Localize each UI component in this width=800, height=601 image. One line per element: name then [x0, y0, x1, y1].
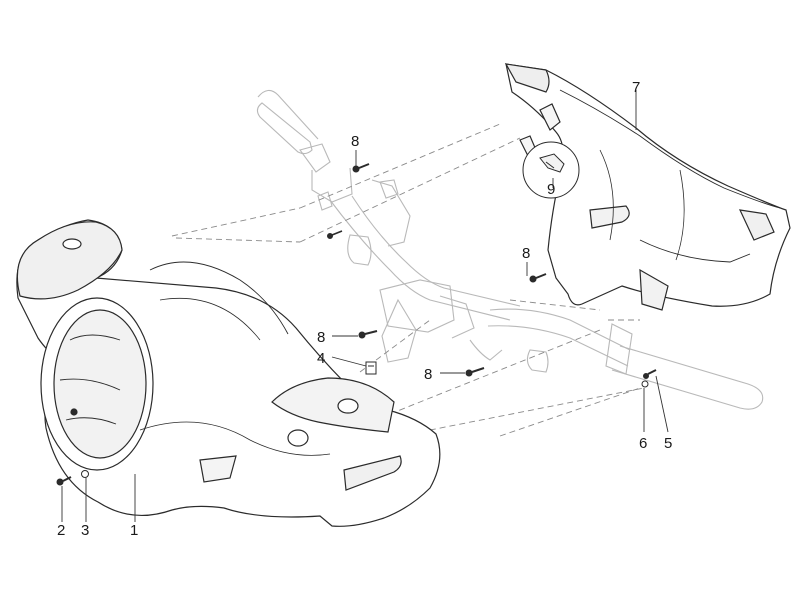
- fasteners: [56, 163, 657, 486]
- washer-6: [641, 380, 649, 388]
- callout-9: 9: [547, 181, 555, 198]
- screw-8-top: [352, 163, 370, 173]
- callout-8-mid: 8: [317, 329, 325, 346]
- clip-nut-4: [365, 361, 377, 375]
- callout-1: 1: [130, 522, 138, 539]
- callout-3: 3: [81, 522, 89, 539]
- screw-8-right: [529, 273, 547, 283]
- washer-3: [81, 470, 89, 478]
- callout-6: 6: [639, 435, 647, 452]
- handlebar-phantom: [256, 89, 764, 410]
- rear-handlebar-cover: [504, 63, 791, 311]
- leader-lines: [61, 90, 669, 522]
- callout-8-lower: 8: [424, 366, 432, 383]
- screw-5: [643, 369, 657, 379]
- screw-2: [56, 476, 72, 486]
- callouts: 1 2 3 4 5 6 7 8 8 8 8 9: [57, 79, 672, 539]
- assembly-lines: [171, 123, 645, 437]
- clip-detail-circle: [522, 141, 580, 199]
- front-handlebar-cover: [16, 219, 441, 527]
- callout-8-top: 8: [351, 133, 359, 150]
- callout-2: 2: [57, 522, 65, 539]
- callout-5: 5: [664, 435, 672, 452]
- callout-8-right: 8: [522, 245, 530, 262]
- callout-4: 4: [317, 350, 325, 367]
- callout-7: 7: [632, 79, 640, 96]
- screw-8-mid: [358, 330, 378, 339]
- screw-8-hidden: [327, 230, 343, 239]
- screw-8-lower: [465, 367, 485, 377]
